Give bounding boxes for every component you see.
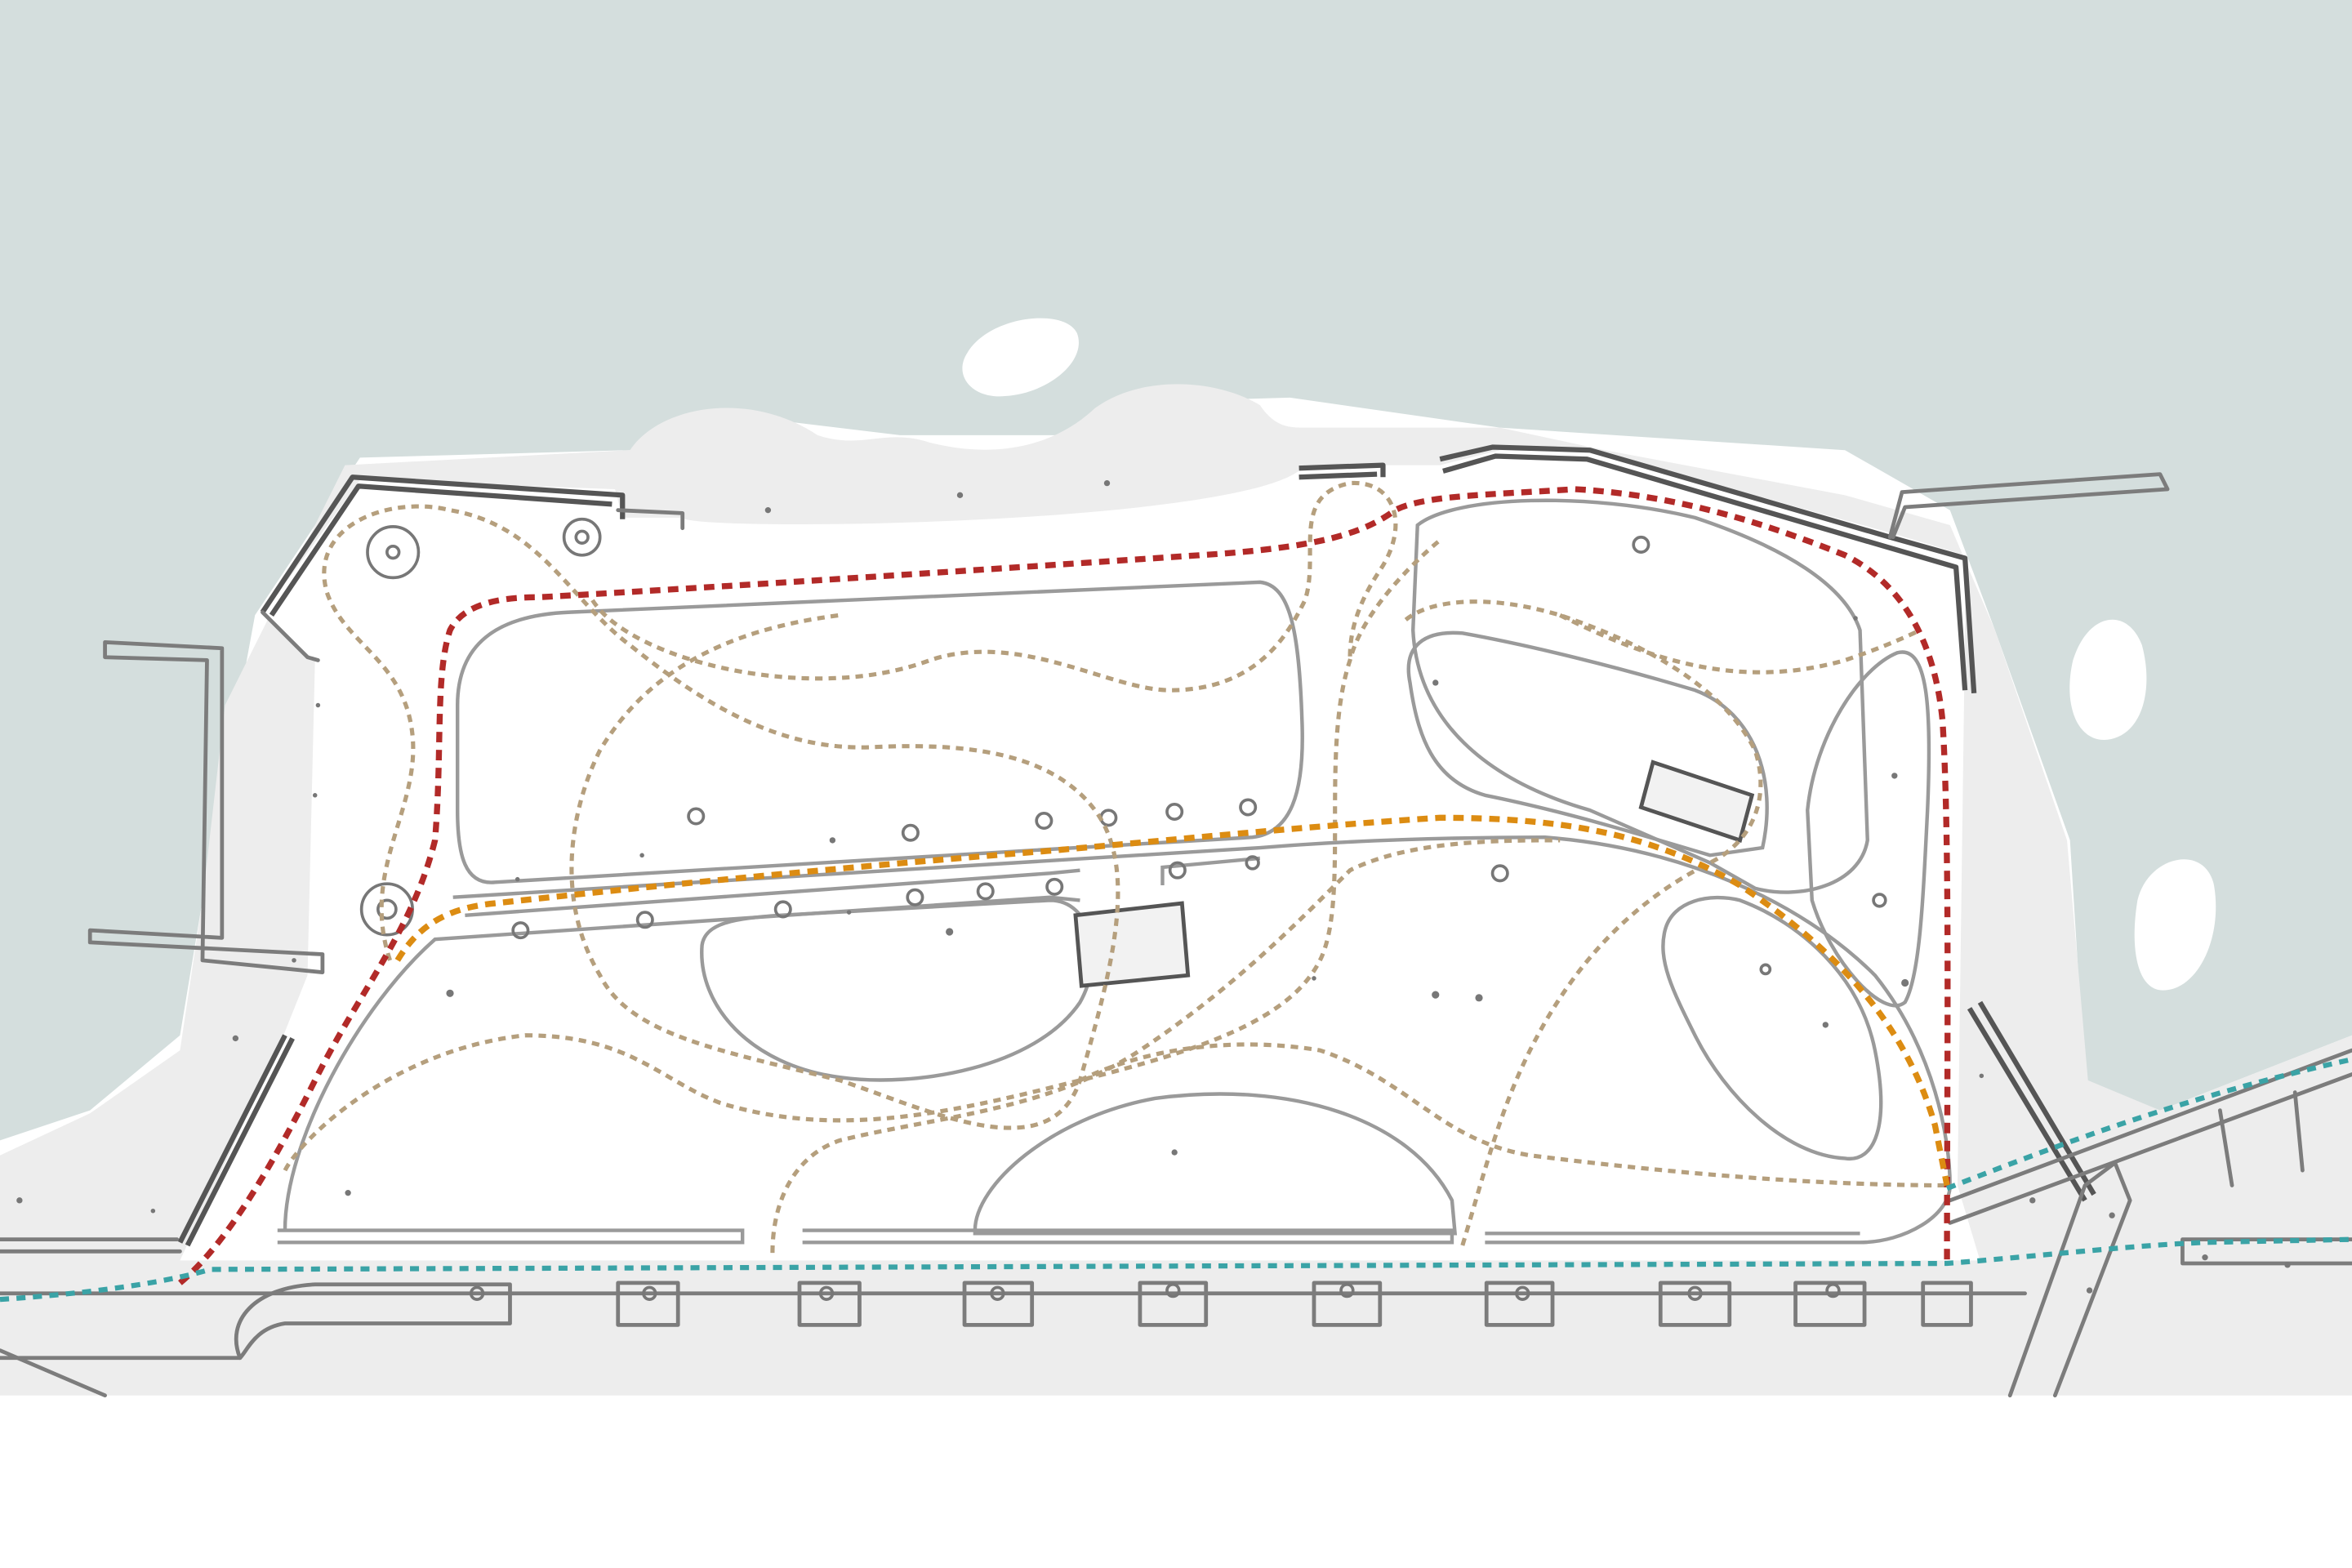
teal-route-path — [322, 504, 1120, 1130]
seawall-outlines — [0, 444, 2352, 1398]
tan-route-path — [1945, 1057, 2352, 1192]
island-north — [962, 318, 1079, 397]
pavilion-building — [1073, 901, 1191, 988]
water-area — [0, 0, 2352, 1141]
island-east-lower — [2134, 859, 2216, 991]
parking-bays — [616, 1281, 1973, 1327]
orange-route-path — [394, 814, 1950, 1187]
teal-route-path — [1559, 613, 1922, 675]
teal-route-path — [590, 481, 1398, 693]
teal-route-path — [283, 538, 1441, 1172]
tan-route-path — [0, 1236, 2352, 1303]
road-edges — [0, 1282, 2027, 1398]
teal-route-path — [1079, 1042, 1950, 1188]
teal-route-path — [1401, 599, 1763, 1246]
kiosk-building — [1638, 760, 1755, 843]
red-route-path — [178, 486, 1951, 1285]
lawn-areas — [277, 498, 1952, 1245]
site-furniture — [16, 479, 2291, 1294]
island-east-upper — [2069, 619, 2147, 741]
buildings — [1073, 760, 1755, 988]
routes-layer — [0, 481, 2352, 1303]
